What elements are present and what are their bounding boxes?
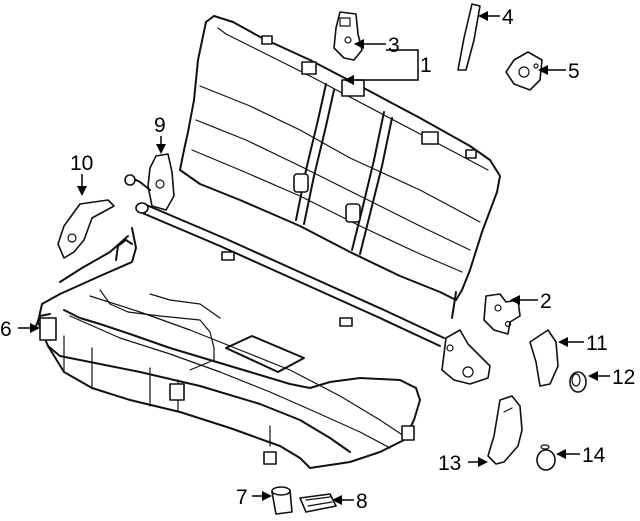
callout-4: 4	[502, 6, 514, 29]
callout-1: 1	[420, 54, 432, 77]
seat-cushion-frame	[37, 227, 421, 469]
seat-center-panel	[225, 335, 305, 373]
callout-14: 14	[582, 444, 606, 467]
seat-frame-bracket-mid	[169, 383, 185, 401]
seat-back-frame	[179, 15, 501, 319]
part-13-side-shield	[487, 395, 523, 465]
pivot-tube-clip-b	[339, 317, 353, 327]
part-9-side-hinge-bracket	[124, 153, 175, 211]
part-14-small-cap	[536, 444, 556, 471]
callout-6: 6	[0, 318, 12, 341]
callout-7: 7	[236, 486, 248, 509]
part-2-recliner-bracket	[483, 293, 521, 335]
callout-12: 12	[612, 366, 635, 389]
part-5-latch-striker	[505, 51, 543, 91]
part-7-bushing	[271, 486, 293, 515]
frame-tab-a	[261, 35, 273, 45]
callout-9: 9	[154, 114, 166, 137]
strut-latch-right	[345, 203, 361, 223]
frame-tab-b	[465, 149, 477, 159]
pivot-tube-end-left	[135, 202, 149, 214]
callout-5: 5	[568, 60, 580, 83]
seat-frame-bracket-front	[263, 451, 277, 465]
part-3-upper-hinge-bracket	[333, 11, 363, 61]
right-recliner-mechanism	[441, 329, 491, 385]
part-12-round-cap	[569, 371, 587, 393]
part-6-side-rail-end	[35, 313, 51, 327]
part-8-cover-cap	[299, 493, 337, 513]
part-11-hinge-cover	[529, 329, 559, 387]
callout-8: 8	[356, 490, 368, 513]
callout-13: 13	[438, 452, 461, 475]
top-hinge-block-a	[301, 61, 317, 75]
callout-10: 10	[70, 152, 93, 175]
seat-frame-bracket-left	[39, 317, 57, 341]
top-hinge-block-c	[421, 131, 439, 145]
strut-latch-left	[293, 173, 309, 193]
callout-2: 2	[540, 290, 552, 313]
callout-leaders	[18, 11, 610, 505]
part-4-trim-strip	[457, 3, 481, 71]
pivot-tube-clip-a	[221, 251, 235, 261]
callout-labels: 1 2 3 4 5 6 7 8 9 10 11 12 13 14	[0, 6, 635, 513]
callout-3: 3	[388, 34, 400, 57]
seat-frame-bracket-right	[401, 425, 415, 441]
callout-11: 11	[586, 332, 608, 355]
pivot-cross-tube	[135, 202, 445, 347]
part-10-left-pivot-bracket	[57, 199, 115, 259]
